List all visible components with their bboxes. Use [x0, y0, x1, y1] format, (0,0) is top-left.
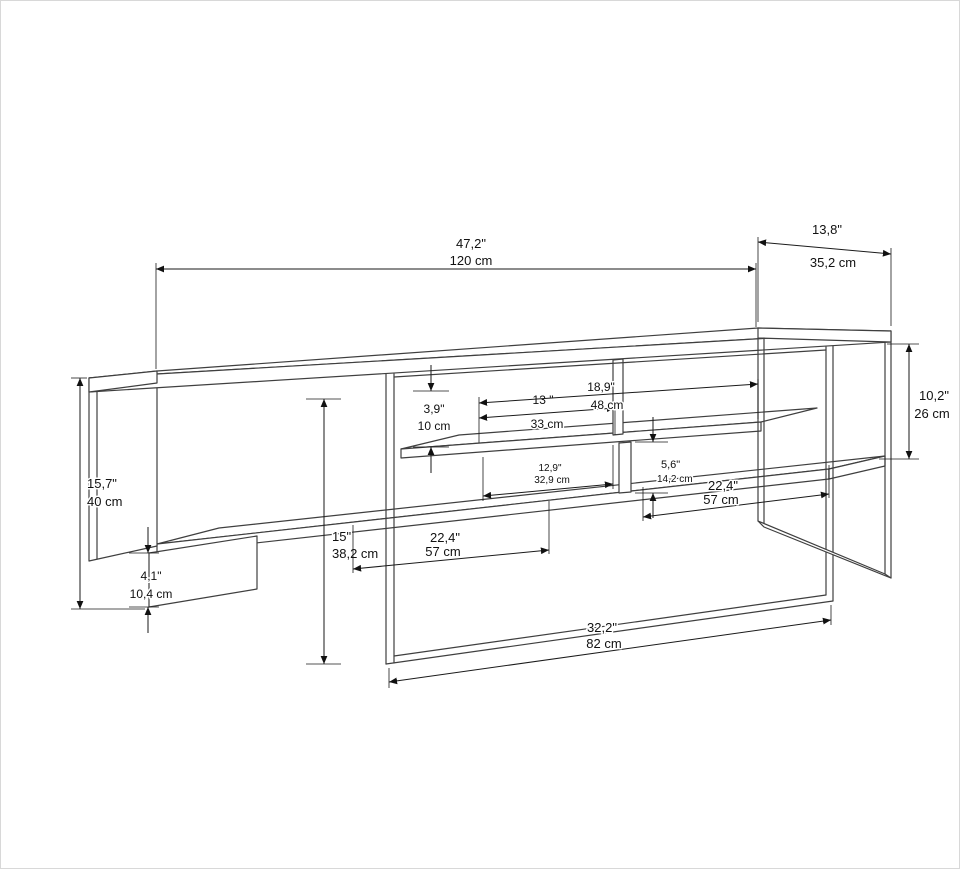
- dim-right-opening-cm: 26 cm: [914, 406, 949, 421]
- upper-divider-panel: [612, 358, 624, 436]
- dim-top-depth-cm: 35,2 cm: [810, 255, 856, 270]
- left-side-panel: [88, 382, 158, 562]
- dim-bottom-left-inches: 22,4": [430, 530, 460, 545]
- right-leg-floor-runner: [757, 520, 892, 579]
- dim-line: [757, 239, 892, 257]
- dim-foot-height: 4,1" 10,4 cm: [128, 527, 174, 633]
- dim-top-width: 47,2" 120 cm: [155, 235, 757, 369]
- dimension-annotations: 47,2" 120 cm 13,8" 35,2 cm 10,2" 26 cm 1…: [71, 221, 951, 688]
- dim-top-width-inches: 47,2": [456, 236, 486, 251]
- dim-base-frame-inches: 32,2": [587, 620, 617, 635]
- mid-shelf-front-face: [400, 421, 762, 459]
- left-foot: [148, 535, 258, 608]
- dim-interior-height-inches: 15": [332, 529, 351, 544]
- dim-mid-shelf-cm: 48 cm: [591, 398, 624, 412]
- dim-top-width-cm: 120 cm: [450, 253, 493, 268]
- dim-bottom-left-cm: 57 cm: [425, 544, 460, 559]
- dim-base-frame-cm: 82 cm: [586, 636, 621, 651]
- dim-lower-niche-inches: 12,9": [538, 463, 561, 474]
- dim-line: [352, 547, 550, 572]
- dim-top-depth-inches: 13,8": [812, 222, 842, 237]
- top-board-front-face: [88, 330, 892, 393]
- dim-lower-niche-cm: 32,9 cm: [534, 475, 570, 486]
- dim-overall-height: 15,7" 40 cm: [71, 377, 145, 610]
- frame-top-bar: [393, 349, 827, 378]
- dim-upper-niche-cm: 33 cm: [531, 417, 564, 431]
- dim-line: [478, 381, 759, 406]
- dim-line: [478, 405, 616, 421]
- dim-mid-shelf-width: 18,9" 48 cm: [478, 379, 759, 419]
- lower-divider-panel: [618, 441, 632, 494]
- dim-top-shelf-gap-inches: 3,9": [424, 402, 445, 416]
- dim-divider-height-inches: 5,6": [661, 459, 680, 471]
- dim-bottom-left-width: 22,4" 57 cm: [352, 501, 550, 573]
- dim-line: [388, 617, 832, 685]
- dim-foot-height-cm: 10,4 cm: [130, 587, 173, 601]
- dim-divider-height-cm: 14,2 cm: [657, 474, 693, 485]
- dim-top-depth: 13,8" 35,2 cm: [757, 221, 892, 326]
- dim-mid-shelf-inches: 18,9": [587, 380, 615, 394]
- dim-top-shelf-gap: 3,9" 10 cm: [413, 365, 452, 473]
- dim-right-opening-inches: 10,2": [919, 388, 949, 403]
- dim-bottom-right-inches: 22,4": [708, 478, 738, 493]
- dim-overall-height-cm: 40 cm: [87, 494, 122, 509]
- dim-right-opening-height: 10,2" 26 cm: [879, 343, 951, 460]
- dim-overall-height-inches: 15,7": [87, 476, 117, 491]
- dim-bottom-right-cm: 57 cm: [703, 492, 738, 507]
- dim-line: [482, 481, 614, 499]
- dim-base-frame-width: 32,2" 82 cm: [388, 605, 832, 688]
- tv-stand: [88, 327, 892, 665]
- dim-top-shelf-gap-cm: 10 cm: [418, 419, 451, 433]
- top-board-left-end: [88, 370, 158, 393]
- dim-foot-height-inches: 4,1": [141, 569, 162, 583]
- dim-line: [642, 491, 830, 520]
- dim-interior-height-cm: 38,2 cm: [332, 546, 378, 561]
- dim-lower-niche-width: 12,9" 32,9 cm: [482, 445, 614, 501]
- dim-bottom-right-width: 22,4" 57 cm: [642, 465, 830, 521]
- dim-upper-niche-inches: 13 ": [533, 393, 554, 407]
